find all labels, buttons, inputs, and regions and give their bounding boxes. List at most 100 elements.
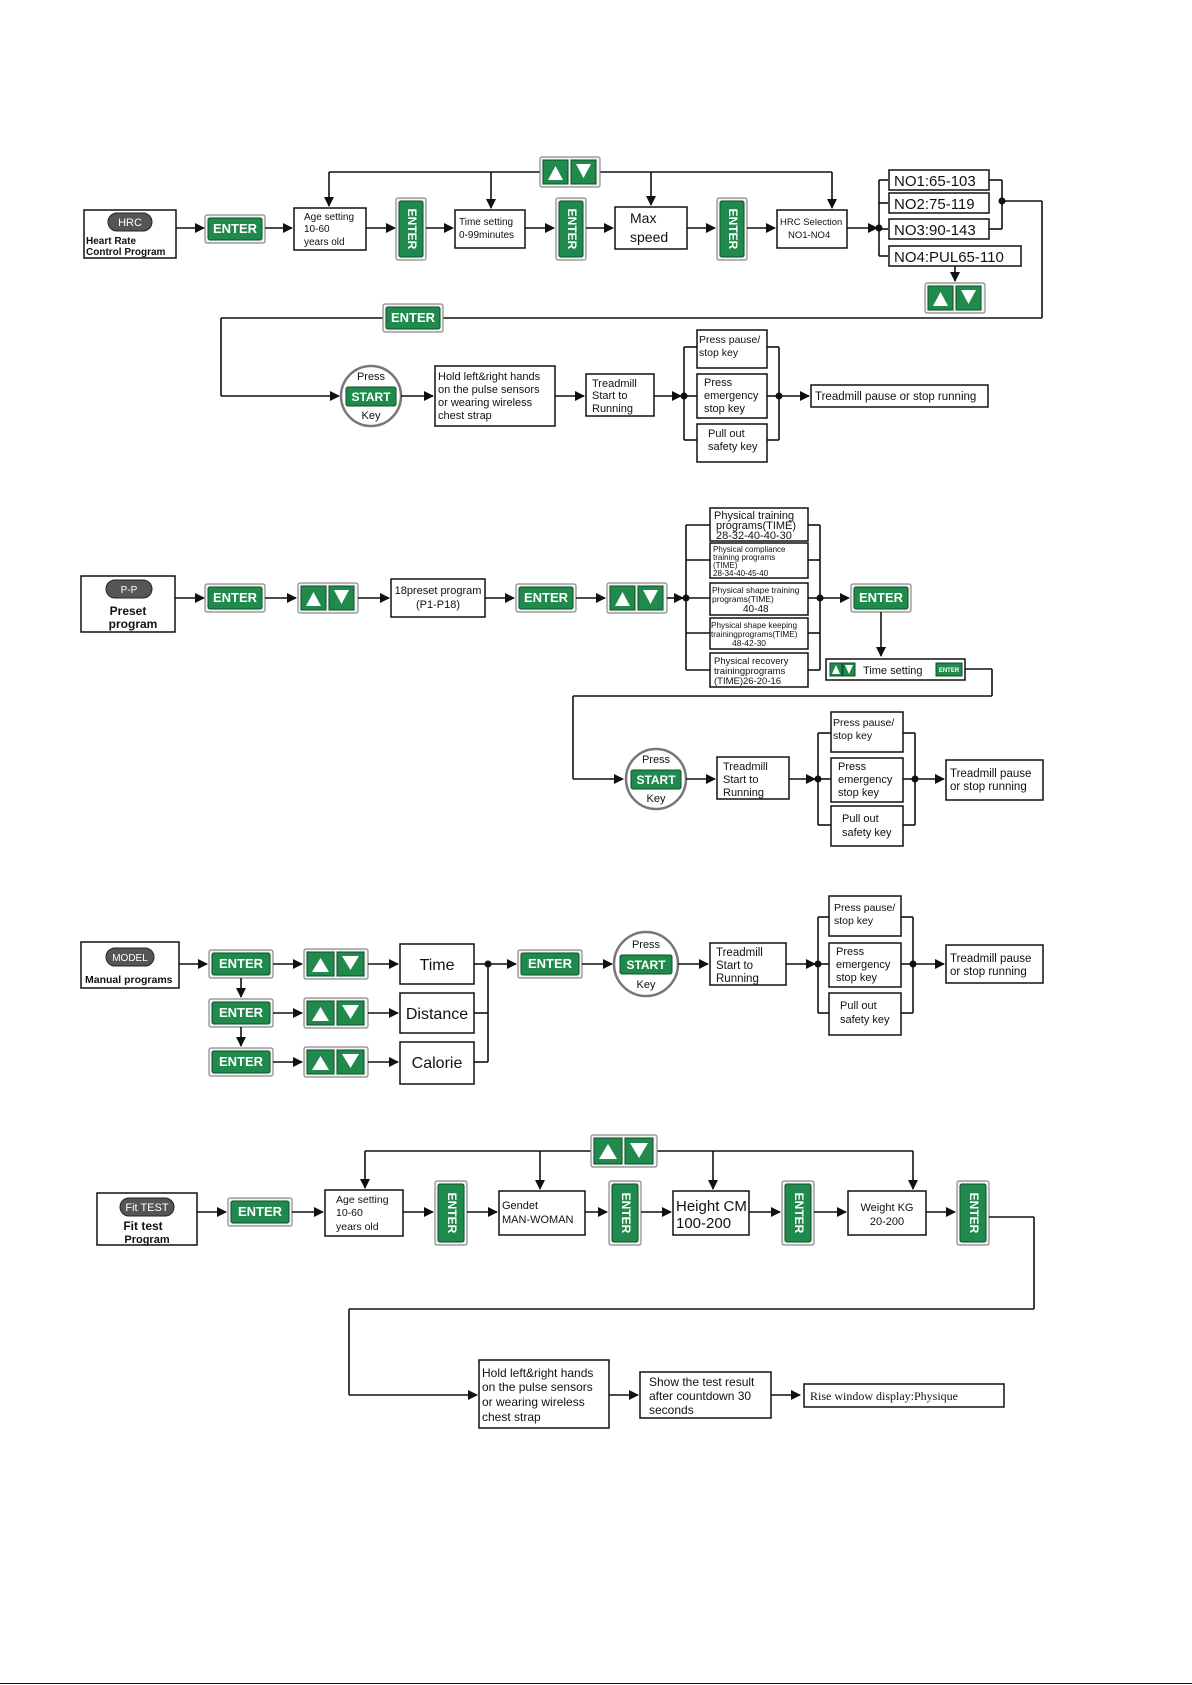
preset-updown-button-1[interactable] — [297, 582, 359, 614]
manual-enter-button-2[interactable]: ENTER — [208, 998, 274, 1028]
manual-enter-button-3[interactable]: ENTER — [208, 1047, 274, 1077]
preset-item-1-line-1: Physical training — [714, 510, 794, 522]
preset-item-2-line-2: training programs — [713, 553, 775, 562]
hrc-time-line-2: 0-99minutes — [459, 230, 514, 241]
hrc-time-line-1: Time setting — [459, 217, 513, 228]
arrow-up-icon — [615, 592, 630, 606]
fit-updown-button-top[interactable] — [590, 1134, 658, 1168]
fit-hold-line-2: on the pulse sensors — [482, 1380, 593, 1394]
hrc-enter-button-1[interactable]: ENTER — [204, 214, 266, 244]
fit-enter-button-3[interactable]: ENTER — [608, 1180, 642, 1246]
manual-calorie-label: Calorie — [412, 1055, 463, 1072]
preset-section: P-P Preset program ENTER 18preset progra… — [80, 507, 1044, 847]
arrow-up-icon — [599, 1144, 617, 1159]
manual-time-label: Time — [420, 957, 455, 974]
preset-item-3-line-1: Physical shape training — [712, 585, 800, 595]
hrc-hold-line-2: on the pulse sensors — [438, 384, 540, 396]
preset-time-setting-box: Time setting ENTER — [825, 658, 966, 681]
hrc-speed-line-2: speed — [630, 229, 668, 245]
manual-enter-button-4[interactable]: ENTER — [517, 949, 583, 979]
fit-key-title-1: Fit test — [123, 1219, 162, 1233]
fit-display-text: Rise window display:Physique — [810, 1389, 958, 1403]
manual-result-box: Treadmill pause or stop running — [945, 944, 1044, 984]
fit-enter-button-2[interactable]: ENTER — [434, 1180, 468, 1246]
hrc-enter-button-3[interactable]: ENTER — [555, 197, 587, 261]
fit-enter-button-5[interactable]: ENTER — [956, 1180, 990, 1246]
preset-program-list: Physical training programs(TIME) 28-32-4… — [709, 507, 809, 688]
fit-gender-line-1: Gendet — [502, 1200, 538, 1212]
fit-height-line-1: Height CM — [676, 1198, 747, 1215]
hrc-emergency-line-1: Press — [704, 377, 733, 389]
manual-emergency-line-3: stop key — [836, 972, 877, 984]
hrc-enter-button-2[interactable]: ENTER — [395, 197, 427, 261]
enter-label: ENTER — [405, 209, 419, 250]
hrc-age-line-2: 10-60 — [304, 224, 330, 235]
manual-emergency-line-1: Press — [836, 946, 865, 958]
preset-key-title-2: program — [109, 617, 158, 631]
hrc-age-box: Age setting 10-60 years old — [293, 207, 367, 251]
hrc-treadmill-line-1: Treadmill — [592, 378, 637, 390]
hrc-option-1: NO1:65-103 — [894, 173, 976, 190]
preset-updown-button-2[interactable] — [606, 582, 668, 614]
hrc-emergency-box: Press emergency stop key — [696, 373, 768, 419]
preset-item-4-line-1: Physical shape keeping — [711, 621, 797, 630]
arrow-up-icon — [312, 958, 329, 972]
hrc-start-key[interactable]: Press START Key — [339, 364, 403, 428]
fit-enter-button-1[interactable]: ENTER — [227, 1197, 293, 1227]
manual-updown-button-1[interactable] — [303, 948, 369, 980]
manual-updown-button-3[interactable] — [303, 1046, 369, 1078]
hrc-safety-line-2: safety key — [708, 441, 758, 453]
hrc-hold-line-4: chest strap — [438, 410, 492, 422]
preset-enter-button-3[interactable]: ENTER — [850, 583, 912, 613]
page-bottom-rule — [0, 1683, 1192, 1684]
hrc-option-3: NO3:90-143 — [894, 222, 976, 239]
enter-label: ENTER — [213, 590, 258, 605]
preset-emergency-box: Press emergency stop key — [830, 757, 904, 803]
hrc-selection-line-1: HRC Selection — [780, 217, 842, 228]
hrc-pause-line-2: stop key — [699, 347, 739, 359]
preset-enter-button-2[interactable]: ENTER — [515, 583, 577, 613]
manual-section: MODEL Manual programs ENTER ENTER ENTER — [80, 895, 1044, 1085]
fit-enter-button-4[interactable]: ENTER — [781, 1180, 815, 1246]
fit-result-line-2: after countdown 30 — [649, 1389, 751, 1403]
enter-label: ENTER — [219, 956, 264, 971]
hrc-age-line-1: Age setting — [304, 212, 354, 223]
manual-start-key[interactable]: Press START Key — [612, 930, 680, 998]
preset-program-box: 18preset program (P1-P18) — [390, 578, 486, 618]
hrc-updown-button-top[interactable] — [539, 156, 601, 188]
preset-start-key[interactable]: Press START Key — [624, 747, 688, 811]
arrow-up-icon — [312, 1007, 329, 1021]
preset-pause-line-1: Press pause/ — [833, 717, 894, 729]
preset-item-2-line-4: 28-34-40-45-40 — [713, 569, 769, 578]
hrc-result-box: Treadmill pause or stop running — [810, 384, 989, 408]
hrc-updown-button-right[interactable] — [924, 282, 986, 314]
manual-treadmill-line-1: Treadmill — [716, 947, 763, 959]
press-label: Press — [632, 939, 661, 951]
fit-hold-line-3: or wearing wireless — [482, 1395, 585, 1409]
hrc-enter-button-5[interactable]: ENTER — [382, 303, 444, 333]
preset-pause-line-2: stop key — [833, 730, 873, 742]
manual-pause-line-2: stop key — [834, 915, 874, 927]
preset-item-4-line-2: trainingprograms(TIME) — [711, 630, 798, 639]
hrc-treadmill-line-3: Running — [592, 403, 633, 415]
hrc-pause-line-1: Press pause/ — [699, 334, 760, 346]
fit-age-line-1: Age setting — [336, 1194, 389, 1206]
manual-updown-button-2[interactable] — [303, 997, 369, 1029]
preset-item-1-line-3: 28-32-40-40-30 — [716, 530, 792, 542]
manual-distance-label: Distance — [406, 1006, 468, 1023]
preset-safety-box: Pull out safety key — [830, 805, 904, 847]
manual-enter-button-1[interactable]: ENTER — [208, 949, 274, 979]
manual-treadmill-box: Treadmill Start to Running — [709, 942, 787, 986]
fit-result-line-3: seconds — [649, 1403, 694, 1417]
hrc-time-box: Time setting 0-99minutes — [454, 209, 526, 249]
preset-enter-button-1[interactable]: ENTER — [204, 583, 266, 613]
enter-label: ENTER — [213, 221, 258, 236]
fit-gender-box: Gendet MAN-WOMAN — [498, 1190, 586, 1236]
hrc-safety-box: Pull out safety key — [696, 423, 768, 463]
hrc-enter-button-4[interactable]: ENTER — [716, 197, 748, 261]
preset-safety-line-2: safety key — [842, 827, 892, 839]
preset-emergency-line-1: Press — [838, 761, 867, 773]
manual-key-title: Manual programs — [85, 974, 173, 986]
preset-item-5-line-2: trainingprograms — [714, 666, 786, 677]
